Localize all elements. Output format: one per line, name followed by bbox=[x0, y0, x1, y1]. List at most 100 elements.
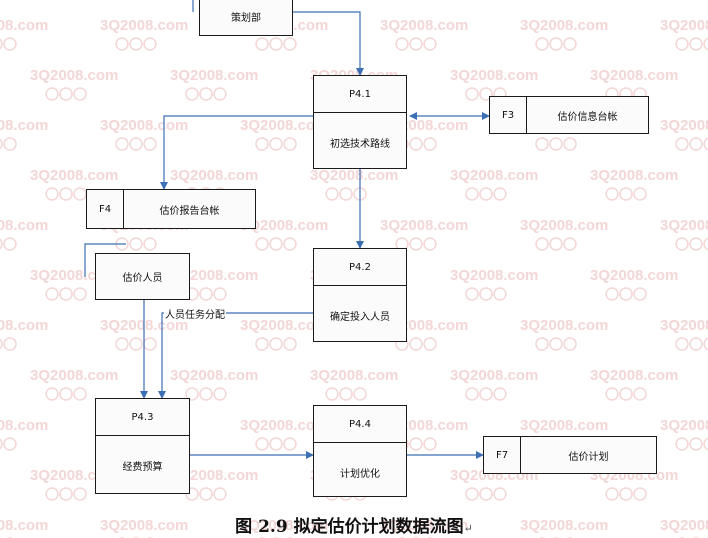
svg-text:3Q2008.com: 3Q2008.com bbox=[100, 117, 188, 134]
watermark-tile: 3Q2008.com bbox=[240, 517, 328, 538]
datastore-f7-name: 估价计划 bbox=[568, 451, 609, 463]
svg-text:3Q2008.com: 3Q2008.com bbox=[170, 467, 258, 484]
watermark-tile: 3Q2008.com bbox=[0, 517, 48, 538]
svg-text:3Q2008.com: 3Q2008.com bbox=[660, 117, 708, 134]
watermark-tile: 3Q2008.com bbox=[590, 267, 678, 301]
datastore-f3-name: 估价信息台帐 bbox=[557, 111, 618, 123]
process-p44-name: 计划优化 bbox=[340, 468, 380, 480]
process-p44: P4.4 计划优化 bbox=[313, 405, 407, 497]
watermark-tile: 3Q2008.com bbox=[450, 67, 538, 101]
process-p42: P4.2 确定投入人员 bbox=[313, 248, 407, 342]
flow-label-task-assign: 人员任务分配 bbox=[164, 306, 226, 321]
watermark-tile: 3Q2008.com bbox=[0, 217, 48, 251]
svg-text:3Q2008.com: 3Q2008.com bbox=[450, 267, 538, 284]
process-p42-name: 确定投入人员 bbox=[330, 311, 390, 323]
svg-text:3Q2008.com: 3Q2008.com bbox=[100, 17, 188, 34]
svg-text:3Q2008.com: 3Q2008.com bbox=[240, 417, 328, 434]
svg-text:3Q2008.com: 3Q2008.com bbox=[30, 67, 118, 84]
watermark-tile: 3Q2008.com bbox=[100, 517, 188, 538]
flow-p42-to-p43 bbox=[158, 312, 313, 399]
watermark-tile: 3Q2008.com bbox=[520, 217, 608, 251]
svg-text:3Q2008.com: 3Q2008.com bbox=[310, 167, 398, 184]
watermark-tile: 3Q2008.com bbox=[660, 517, 708, 538]
svg-text:3Q2008.com: 3Q2008.com bbox=[240, 517, 328, 534]
svg-text:3Q2008.com: 3Q2008.com bbox=[240, 117, 328, 134]
datastore-f7-id: F7 bbox=[484, 437, 521, 473]
svg-text:3Q2008.com: 3Q2008.com bbox=[520, 217, 608, 234]
svg-text:3Q2008.com: 3Q2008.com bbox=[0, 117, 48, 134]
watermark-tile: 3Q2008.com bbox=[30, 367, 118, 401]
watermark-tile: 3Q2008.com bbox=[100, 17, 188, 51]
svg-text:3Q2008.com: 3Q2008.com bbox=[590, 67, 678, 84]
planning-label: 策划部 bbox=[231, 12, 261, 24]
watermark-tile: 3Q2008.com bbox=[0, 17, 48, 51]
svg-text:3Q2008.com: 3Q2008.com bbox=[0, 17, 48, 34]
watermark-tile: 3Q2008.com bbox=[240, 117, 328, 151]
flow-p41-to-f4 bbox=[160, 115, 313, 190]
svg-text:3Q2008.com: 3Q2008.com bbox=[30, 367, 118, 384]
watermark-tile: 3Q2008.com bbox=[660, 317, 708, 351]
caption-text: 图 2.9 拟定估价计划数据流图 bbox=[235, 517, 464, 537]
process-p41-id: P4.1 bbox=[314, 76, 406, 113]
watermark-tile: 3Q2008.com bbox=[450, 267, 538, 301]
svg-text:3Q2008.com: 3Q2008.com bbox=[170, 167, 258, 184]
svg-text:3Q2008.com: 3Q2008.com bbox=[450, 367, 538, 384]
watermark-tile: 3Q2008.com bbox=[240, 217, 328, 251]
figure-caption: 图 2.9 拟定估价计划数据流图↵ bbox=[0, 512, 708, 537]
svg-text:3Q2008.com: 3Q2008.com bbox=[520, 517, 608, 534]
svg-text:3Q2008.com: 3Q2008.com bbox=[170, 267, 258, 284]
datastore-f4-id: F4 bbox=[87, 190, 124, 228]
process-p43-name: 经费预算 bbox=[122, 461, 163, 473]
watermark-tile: 3Q2008.com bbox=[380, 517, 468, 538]
svg-text:3Q2008.com: 3Q2008.com bbox=[660, 317, 708, 334]
watermark-tile: 3Q2008.com bbox=[590, 167, 678, 201]
watermark-tile: 3Q2008.com bbox=[170, 367, 258, 401]
svg-text:3Q2008.com: 3Q2008.com bbox=[240, 317, 328, 334]
watermark-tile: 3Q2008.com bbox=[380, 17, 468, 51]
estimator-label: 估价人员 bbox=[122, 273, 163, 284]
watermark-tile: 3Q2008.com bbox=[310, 367, 398, 401]
svg-text:3Q2008.com: 3Q2008.com bbox=[0, 217, 48, 234]
watermark-tile: 3Q2008.com bbox=[380, 217, 468, 251]
datastore-f4-name: 估价报告台帐 bbox=[159, 205, 220, 217]
svg-text:3Q2008.com: 3Q2008.com bbox=[310, 367, 398, 384]
watermark-tile: 3Q2008.com bbox=[520, 317, 608, 351]
watermark-tile: 3Q2008.com bbox=[170, 467, 258, 501]
svg-text:3Q2008.com: 3Q2008.com bbox=[170, 367, 258, 384]
svg-text:3Q2008.com: 3Q2008.com bbox=[520, 17, 608, 34]
watermark-tile: 3Q2008.com bbox=[0, 117, 48, 151]
watermark-tile: 3Q2008.com bbox=[0, 417, 48, 451]
watermark-tile: 3Q2008.com bbox=[0, 317, 48, 351]
process-p42-id: P4.2 bbox=[314, 249, 406, 286]
watermark-tile: 3Q2008.com bbox=[30, 67, 118, 101]
datastore-f3: F3 估价信息台帐 bbox=[489, 96, 649, 134]
svg-text:3Q2008.com: 3Q2008.com bbox=[660, 417, 708, 434]
process-p43-id: P4.3 bbox=[96, 399, 189, 436]
flow-planning-to-p41 bbox=[293, 11, 364, 76]
external-entity-estimator: 估价人员 bbox=[95, 253, 190, 300]
process-p43: P4.3 经费预算 bbox=[95, 398, 190, 494]
process-p41-name: 初选技术路线 bbox=[330, 138, 390, 150]
svg-text:3Q2008.com: 3Q2008.com bbox=[660, 217, 708, 234]
watermark-tile: 3Q2008.com bbox=[450, 167, 538, 201]
watermark-tile: 3Q2008.com bbox=[660, 117, 708, 151]
watermark-tile: 3Q2008.com bbox=[520, 517, 608, 538]
svg-text:3Q2008.com: 3Q2008.com bbox=[30, 167, 118, 184]
svg-text:3Q2008.com: 3Q2008.com bbox=[520, 317, 608, 334]
svg-text:3Q2008.com: 3Q2008.com bbox=[380, 17, 468, 34]
process-p44-id: P4.4 bbox=[314, 406, 406, 443]
watermark-tile: 3Q2008.com bbox=[100, 117, 188, 151]
svg-text:3Q2008.com: 3Q2008.com bbox=[590, 267, 678, 284]
watermark-tile: 3Q2008.com bbox=[660, 217, 708, 251]
svg-text:3Q2008.com: 3Q2008.com bbox=[0, 517, 48, 534]
caption-paragraph-mark: ↵ bbox=[463, 522, 473, 535]
svg-text:3Q2008.com: 3Q2008.com bbox=[240, 217, 328, 234]
svg-text:3Q2008.com: 3Q2008.com bbox=[590, 367, 678, 384]
watermark-tile: 3Q2008.com bbox=[660, 417, 708, 451]
process-p41: P4.1 初选技术路线 bbox=[313, 75, 407, 169]
watermark-tile: 3Q2008.com bbox=[170, 267, 258, 301]
watermark-tile: 3Q2008.com bbox=[30, 167, 118, 201]
watermark-tile: 3Q2008.com bbox=[310, 167, 398, 201]
watermark-tile: 3Q2008.com bbox=[520, 17, 608, 51]
svg-text:3Q2008.com: 3Q2008.com bbox=[660, 17, 708, 34]
